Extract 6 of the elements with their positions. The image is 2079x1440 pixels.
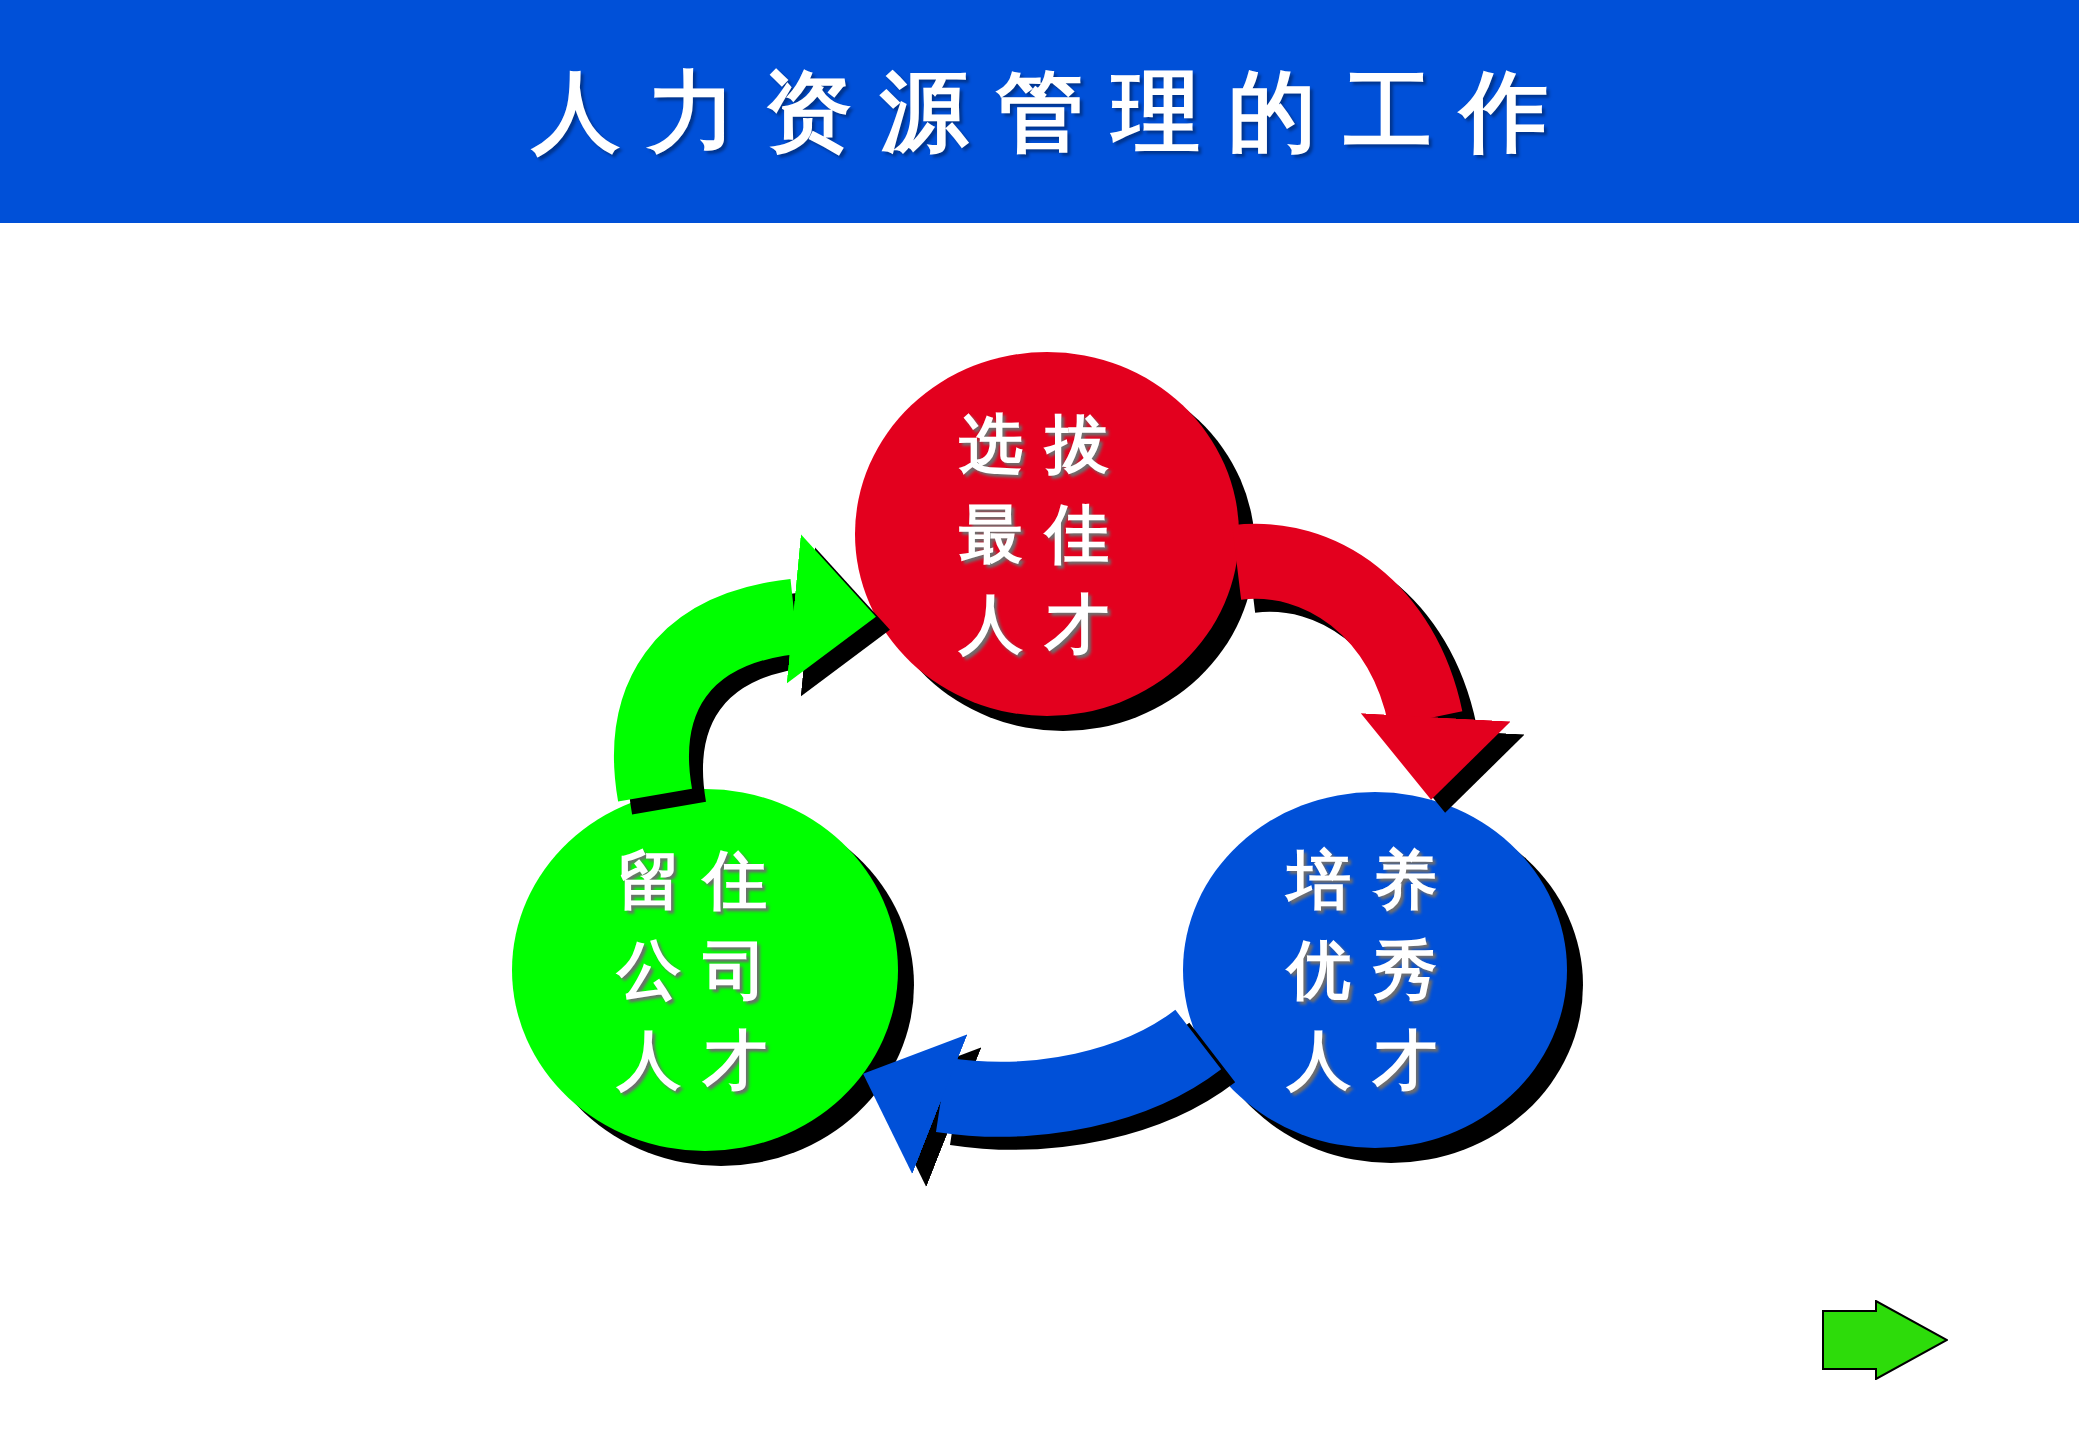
curved-arrow <box>614 537 878 800</box>
node-text: 培养优秀人才 <box>1287 841 1460 1099</box>
curved-arrow <box>1235 524 1507 800</box>
title: 人力资源管理的工作 <box>530 60 1576 163</box>
node-text: 选拔最佳人才 <box>959 405 1132 663</box>
node-text: 留住公司人才 <box>617 841 790 1099</box>
